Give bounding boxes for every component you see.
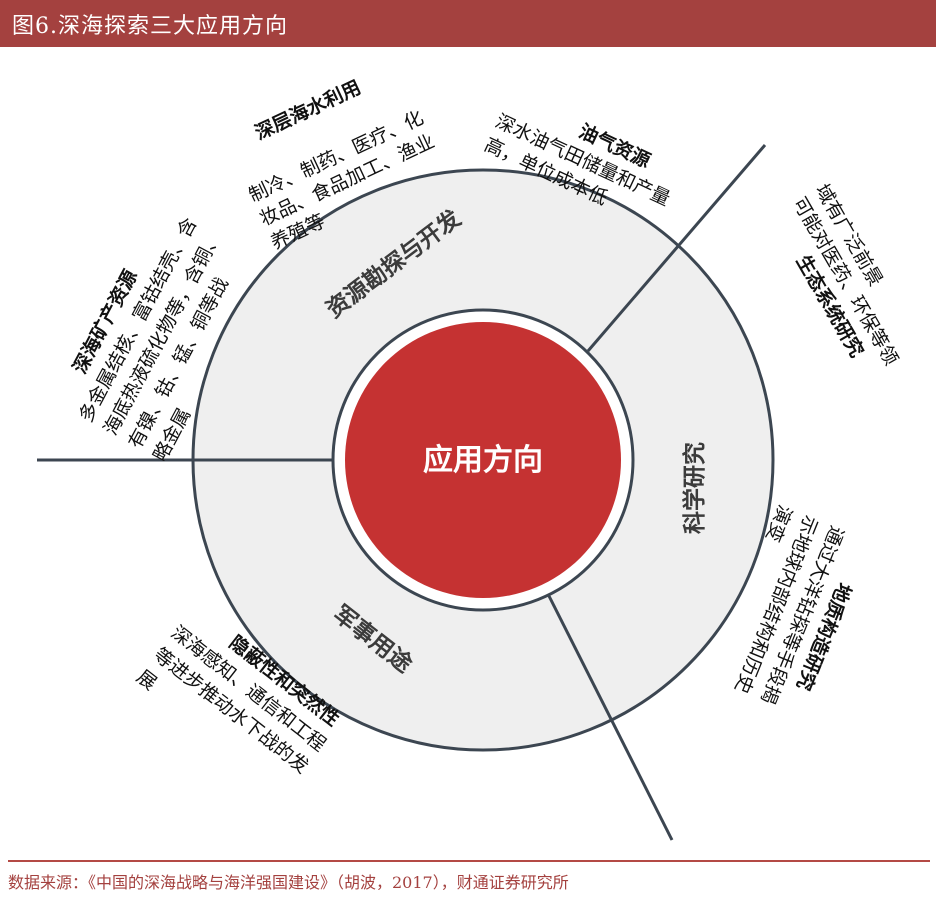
annotation-ecology: 生态系统研究 可能对医药、环保等领 域有广泛前景 <box>788 181 902 370</box>
center-circle <box>345 322 621 598</box>
source-note: 数据来源：《中国的深海战略与海洋强国建设》（胡波，2017），财通证券研究所 <box>8 873 569 892</box>
divider-lower-right <box>546 593 674 841</box>
segment-label-science: 科学研究 <box>681 442 708 534</box>
annotation-line: 展 <box>132 666 161 695</box>
divider-upper-right <box>586 144 767 352</box>
title-rule <box>0 46 936 47</box>
annotation-title: 深层海水利用 <box>251 75 364 144</box>
figure-title: 图6.深海探索三大应用方向 <box>12 14 288 39</box>
title-bar: 图6.深海探索三大应用方向 <box>0 0 936 46</box>
footer-rule <box>8 860 930 862</box>
center-label: 应用方向 <box>423 443 543 478</box>
